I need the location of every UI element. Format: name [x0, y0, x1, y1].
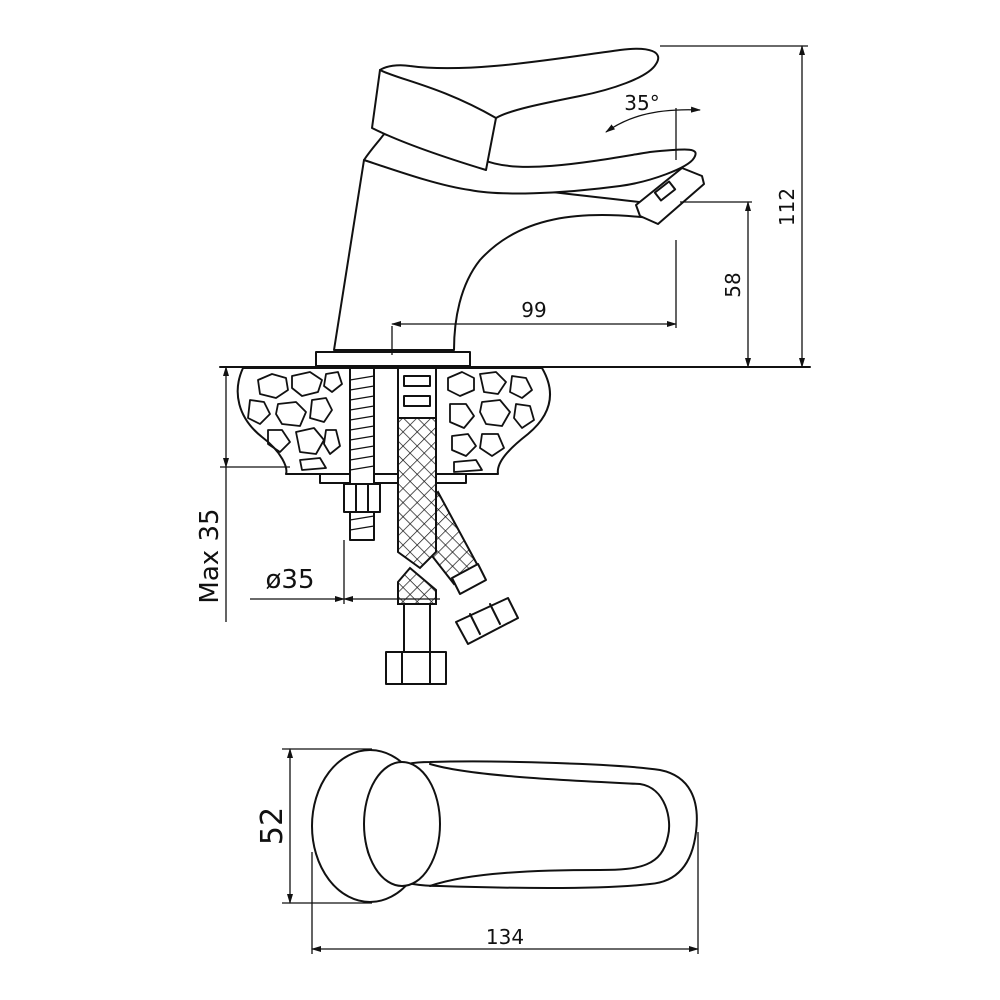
top-view: [311, 749, 698, 903]
dimension-label-58: 58: [721, 272, 745, 297]
dimension-134: 134: [311, 832, 699, 954]
base-flange: [315, 351, 471, 367]
dimension-label-angle: 35°: [624, 91, 659, 115]
dimension-label-99: 99: [521, 298, 546, 322]
dimension-diameter-35: ø35: [250, 540, 440, 604]
dimension-label-52: 52: [255, 807, 290, 845]
dimension-99: 99: [391, 240, 677, 355]
dimension-label-max35: Max 35: [195, 508, 225, 603]
mounting-stud: [343, 367, 381, 541]
dimension-112: 112: [660, 45, 808, 368]
dimension-52: 52: [255, 748, 372, 904]
dimension-max-35: Max 35: [195, 366, 290, 622]
dimension-label-134: 134: [486, 925, 524, 949]
supply-hose-left: [385, 367, 447, 685]
handle-lever: [363, 47, 697, 195]
dimension-58: 58: [680, 201, 752, 368]
countertop-section: [236, 367, 552, 484]
dimension-label-112: 112: [775, 188, 799, 226]
dimension-angle-35: 35°: [605, 91, 701, 160]
stone-texture: [247, 371, 535, 473]
dimension-label-dia35: ø35: [266, 565, 315, 595]
